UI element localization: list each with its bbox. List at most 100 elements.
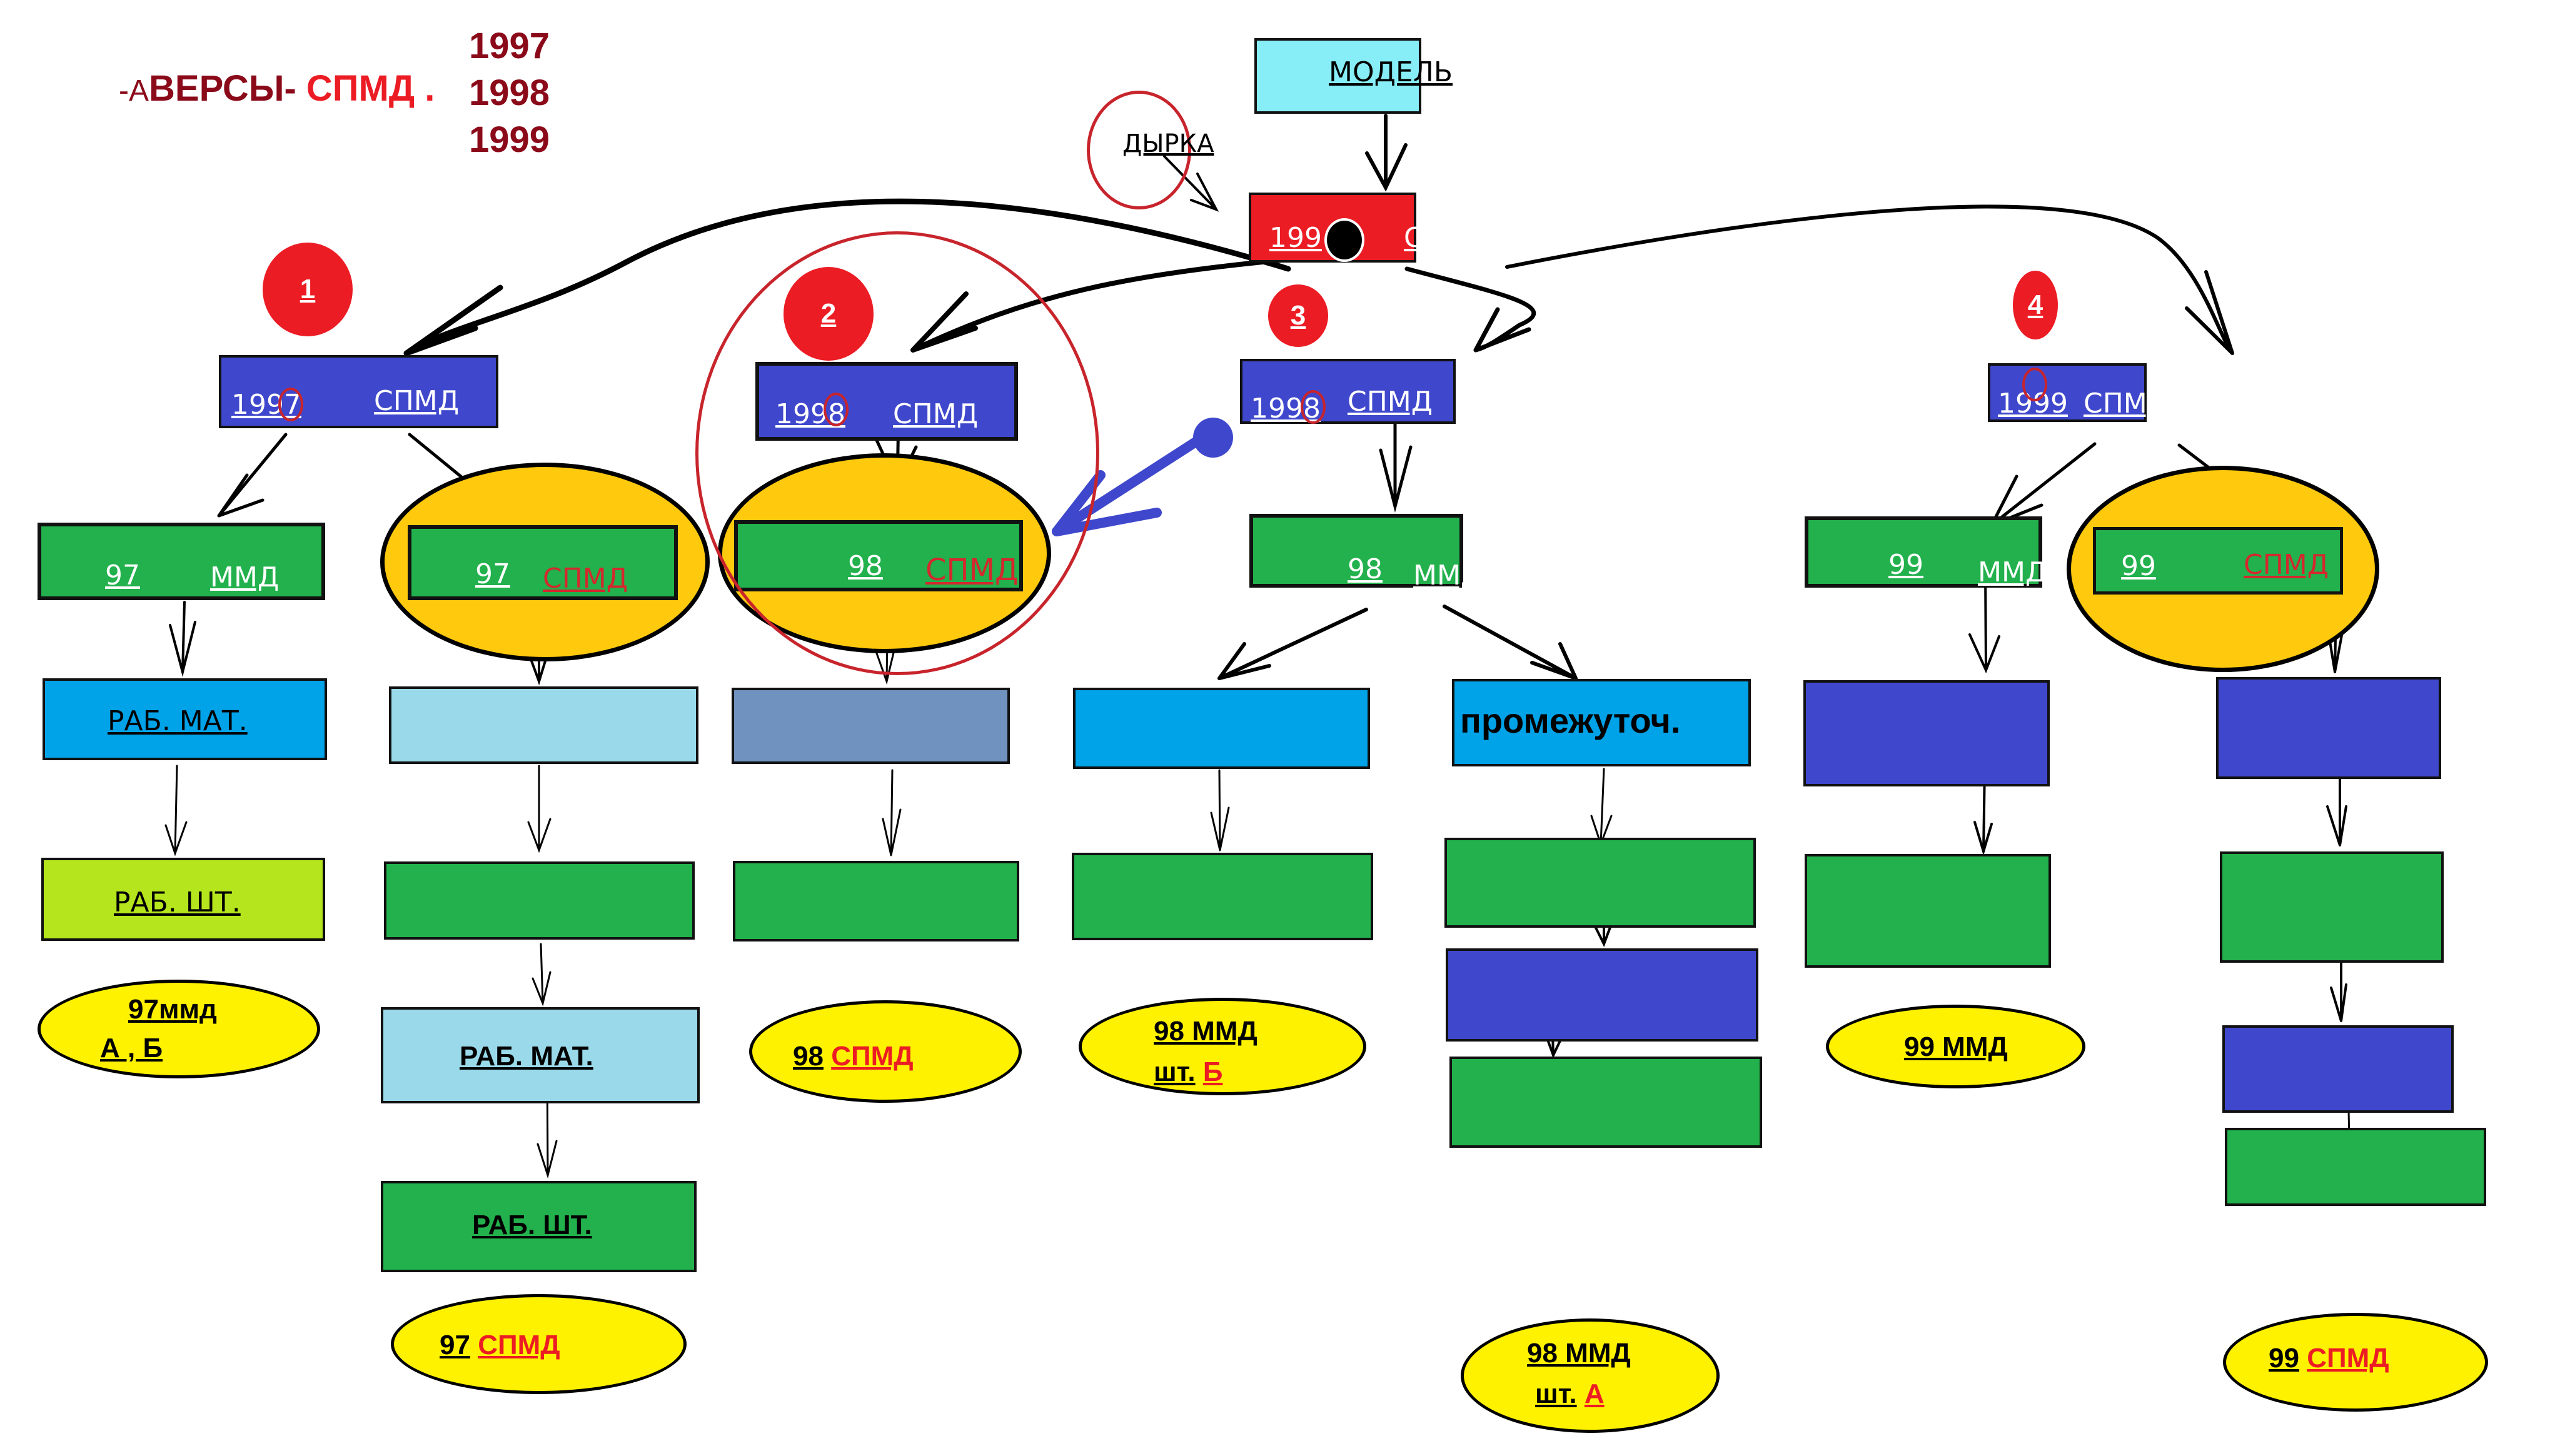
node-98-mmd-b-step2[interactable]: [1072, 853, 1373, 940]
header-year-1999: 1999: [469, 119, 550, 160]
node-99-spmd-step3[interactable]: [2222, 1025, 2454, 1113]
root-year: 199: [1269, 222, 1322, 254]
arrow-steel-down: [882, 769, 902, 856]
node-99-mmd-step2[interactable]: [1805, 854, 2051, 968]
result-97-spmd[interactable]: [391, 1294, 687, 1394]
result-98-mmd-a[interactable]: [1461, 1318, 1720, 1433]
year-digit-highlight: [824, 393, 849, 426]
year-digit-highlight: [2022, 368, 2047, 401]
year-node-1997[interactable]: [219, 355, 498, 428]
result-98-mmd-b-prefix: шт.: [1154, 1057, 1196, 1087]
node-99-spmd[interactable]: [2093, 527, 2343, 595]
node-97-mmd-rabmat-label: РАБ. МАТ.: [108, 705, 248, 737]
result-98-mmd-b[interactable]: [1079, 998, 1366, 1095]
year-node-1997-label: СПМД: [374, 385, 460, 417]
arrow-prom-down: [1590, 768, 1613, 847]
arrow-blue-down: [1210, 769, 1230, 851]
node-99-mmd[interactable]: [1805, 516, 2042, 588]
node-97-mmd-rabmat[interactable]: [43, 678, 327, 760]
node-99-spmd-label: СПМД: [2244, 549, 2329, 581]
model-label: МОДЕЛЬ: [1329, 56, 1453, 88]
node-98-mmd-a-step4[interactable]: [1449, 1057, 1762, 1148]
result-98-mmd-a-line1: 98 ММД: [1527, 1338, 1631, 1368]
year-digit-highlight: [278, 388, 303, 421]
root-label: СПМД: [1404, 222, 1489, 254]
model-node[interactable]: [1254, 38, 1421, 114]
node-97-mmd-rabsht[interactable]: [41, 858, 325, 941]
arrow-97chain-2: [532, 943, 552, 1007]
result-98-mmd-a-prefix: шт.: [1535, 1378, 1577, 1409]
arrow-99chain-2: [2330, 955, 2347, 1022]
node-98-spmd-step2[interactable]: [733, 861, 1019, 941]
node-97-mmd[interactable]: [38, 523, 325, 600]
node-99-spmd-step2[interactable]: [2220, 851, 2444, 963]
result-98-mmd-a-line2: шт. А: [1535, 1378, 1605, 1410]
node-97-mmd-label: ММД: [210, 561, 280, 593]
node-promezhutoch-label: промежуточ.: [1460, 701, 1681, 740]
result-97-spmd-text: 97 СПМД: [440, 1330, 560, 1361]
header-word: ВЕРСЫ-: [149, 68, 296, 109]
node-97-spmd-rabsht[interactable]: [381, 1181, 697, 1272]
result-98-spmd-label: СПМД: [831, 1041, 914, 1072]
node-97-mmd-rabsht-label: РАБ. ШТ.: [114, 886, 241, 918]
result-97-spmd-label: СПМД: [478, 1330, 560, 1360]
result-98-spmd[interactable]: [749, 1000, 1022, 1103]
arrow-root-to-1999: [1505, 204, 2234, 355]
hole-callout-label: ДЫРКА: [1122, 129, 1214, 158]
arrow-1998b3-down: [1379, 417, 1413, 513]
result-98-mmd-b-line1: 98 ММД: [1154, 1016, 1257, 1047]
blue-pointer-dot: [1193, 418, 1233, 458]
result-99-spmd[interactable]: [2223, 1313, 2488, 1412]
node-99-mmd-step1[interactable]: [1803, 680, 2050, 786]
node-98-mmd-a-step3[interactable]: [1446, 948, 1758, 1042]
node-98-spmd-label: СПМД: [925, 553, 1019, 588]
hole-dot-icon: [1324, 218, 1364, 262]
node-99-spmd-step1[interactable]: [2216, 677, 2441, 779]
year-node-1998-b3[interactable]: [1240, 359, 1456, 424]
arrow-98mmd-left: [1217, 608, 1368, 680]
header-year-1998: 1998: [469, 73, 550, 113]
node-98-mmd-b-step1[interactable]: [1073, 688, 1370, 769]
result-99-spmd-num: 99: [2269, 1343, 2299, 1373]
node-98-spmd-num: 98: [848, 550, 883, 582]
node-97-spmd-step2[interactable]: [384, 861, 695, 940]
header-prefix: -А: [119, 74, 149, 108]
arrow-97mmd-down: [169, 601, 196, 677]
node-promezhutoch[interactable]: [1452, 679, 1751, 766]
year-node-1999[interactable]: [1988, 363, 2147, 422]
header-title: -АВЕРСЫ- СПМД .: [119, 68, 435, 109]
node-97-spmd-step1[interactable]: [389, 686, 698, 764]
arrow-model-to-root: [1365, 114, 1408, 192]
node-98-mmd-num: 98: [1348, 553, 1383, 585]
result-98-spmd-text: 98 СПМД: [793, 1041, 914, 1072]
node-99-mmd-num: 99: [1888, 549, 1923, 581]
year-digit-highlight: [1301, 390, 1326, 424]
year-node-1998-b3-label: СПМД: [1348, 386, 1433, 418]
node-98-mmd[interactable]: [1249, 514, 1463, 588]
node-97-spmd-label: СПМД: [543, 563, 628, 595]
node-97-mmd-num: 97: [105, 560, 140, 591]
result-98-mmd-b-line2: шт. Б: [1154, 1057, 1222, 1088]
node-99-mmd-label: ММД: [1978, 556, 2047, 588]
node-98-mmd-a-step2[interactable]: [1444, 838, 1756, 928]
result-99-spmd-label: СПМД: [2307, 1343, 2389, 1373]
branch-badge-1: 1: [263, 243, 353, 336]
node-99-spmd-step4[interactable]: [2225, 1128, 2486, 1206]
year-node-1998-b2-label: СПМД: [893, 398, 979, 430]
branch-2-highlight-ring: [695, 231, 1099, 675]
result-99-mmd[interactable]: [1826, 1005, 2085, 1088]
result-98-spmd-num: 98: [793, 1041, 824, 1072]
result-97-mmd-line2: А , Б: [100, 1033, 163, 1063]
node-98-mmd-label: ММД: [1413, 560, 1483, 591]
result-98-mmd-a-mark: А: [1584, 1378, 1605, 1409]
node-97-spmd-rabmat-label: РАБ. МАТ.: [460, 1041, 593, 1072]
node-97-spmd-num: 97: [475, 558, 510, 590]
header-suffix: .: [425, 68, 435, 109]
arrow-root-to-1998-b3: [1404, 266, 1536, 353]
node-97-spmd[interactable]: [408, 525, 678, 600]
result-99-spmd-text: 99 СПМД: [2269, 1343, 2389, 1374]
year-node-1999-label: СПМД: [2084, 388, 2169, 419]
node-97-spmd-rabsht-label: РАБ. ШТ.: [472, 1210, 592, 1240]
node-98-spmd-step1[interactable]: [732, 688, 1010, 764]
result-97-mmd[interactable]: [38, 980, 320, 1078]
